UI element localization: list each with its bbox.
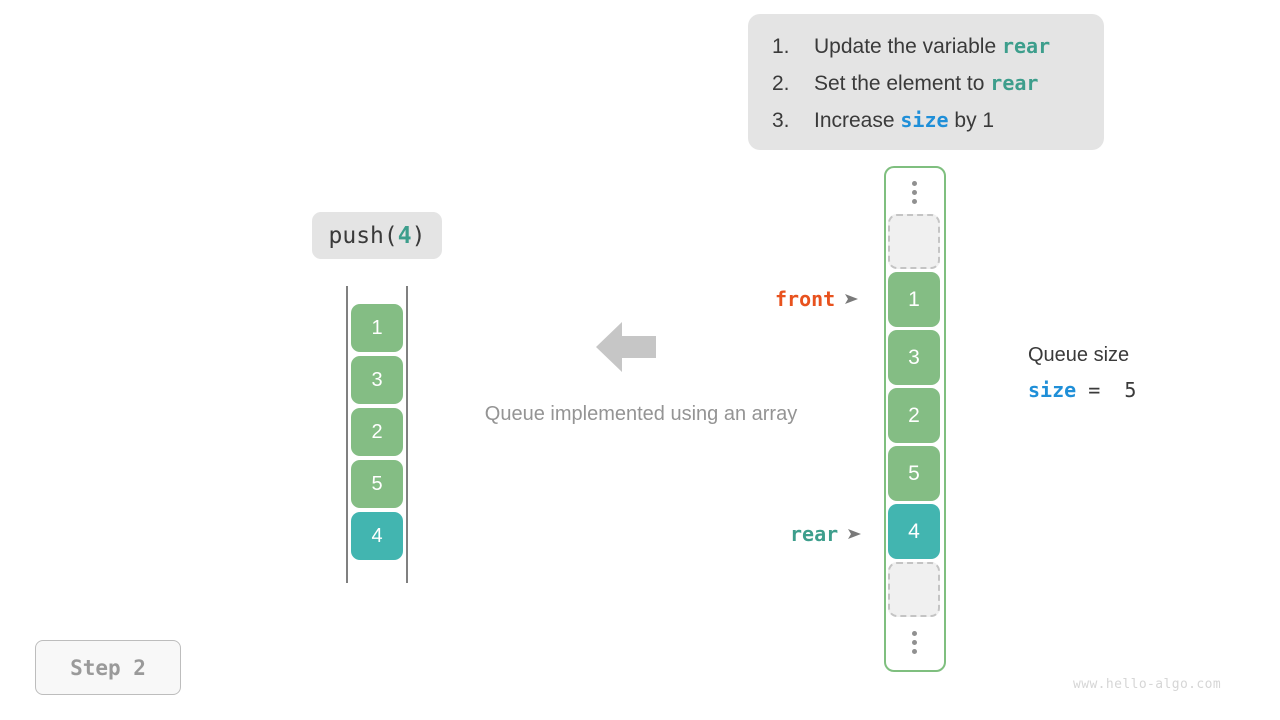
diagram-caption: Queue implemented using an array — [484, 403, 798, 425]
instruction-number: 3. — [772, 109, 790, 132]
array-cell-new: 4 — [351, 512, 403, 560]
keyword-rear: rear — [1001, 34, 1051, 58]
instruction-item-1: 1. Update the variable rear — [748, 34, 1104, 71]
front-label-text: front — [775, 287, 836, 311]
queue-slot-empty — [888, 562, 940, 617]
instruction-item-2: 2. Set the element to rear — [748, 71, 1104, 108]
ellipsis-dots-top-icon — [888, 170, 940, 214]
instruction-card: 1. Update the variable rear 2. Set the e… — [748, 14, 1104, 150]
instruction-text: Increase size by 1 — [814, 108, 995, 132]
size-value: = 5 — [1076, 378, 1137, 402]
queue-size-info: Queue size size = 5 — [1028, 344, 1136, 402]
keyword-size: size — [900, 108, 949, 132]
queue-size-title: Queue size — [1028, 344, 1130, 366]
step-badge: Step 2 — [35, 640, 181, 695]
queue-slot: 1 — [888, 272, 940, 327]
left-array-cells: 1 3 2 5 4 — [351, 304, 403, 564]
rear-pointer-label: rear — [790, 522, 863, 546]
array-cell: 1 — [351, 304, 403, 352]
queue-slot-empty — [888, 214, 940, 269]
instruction-number: 2. — [772, 72, 790, 95]
queue-slot: 5 — [888, 446, 940, 501]
queue-container — [884, 166, 946, 672]
queue-slot-new: 4 — [888, 504, 940, 559]
left-arrow-icon — [596, 320, 656, 374]
array-cell: 3 — [351, 356, 403, 404]
instruction-text: Set the element to rear — [814, 71, 1039, 95]
rear-label-text: rear — [790, 522, 839, 546]
watermark: www.hello-algo.com — [1073, 677, 1222, 692]
operation-name: push( — [328, 222, 398, 249]
instruction-text: Update the variable rear — [814, 34, 1051, 58]
instruction-number: 1. — [772, 35, 790, 58]
array-cell: 2 — [351, 408, 403, 456]
queue-slot: 2 — [888, 388, 940, 443]
rear-arrow-icon — [847, 524, 863, 544]
ellipsis-dots-bottom-icon — [888, 620, 940, 664]
operation-close-paren: ) — [411, 222, 426, 249]
instruction-item-3: 3. Increase size by 1 — [748, 108, 1104, 145]
operation-label: push(4) — [312, 212, 442, 259]
keyword-rear: rear — [990, 71, 1039, 95]
queue-size-expression: size = 5 — [1028, 378, 1136, 402]
front-pointer-label: front — [775, 287, 860, 311]
array-cell: 5 — [351, 460, 403, 508]
queue-slot: 3 — [888, 330, 940, 385]
front-arrow-icon — [844, 289, 860, 309]
left-array-brackets — [346, 286, 408, 583]
size-variable: size — [1028, 378, 1077, 402]
queue-slots: 1 3 2 5 4 — [888, 170, 940, 664]
operation-argument: 4 — [397, 222, 412, 249]
